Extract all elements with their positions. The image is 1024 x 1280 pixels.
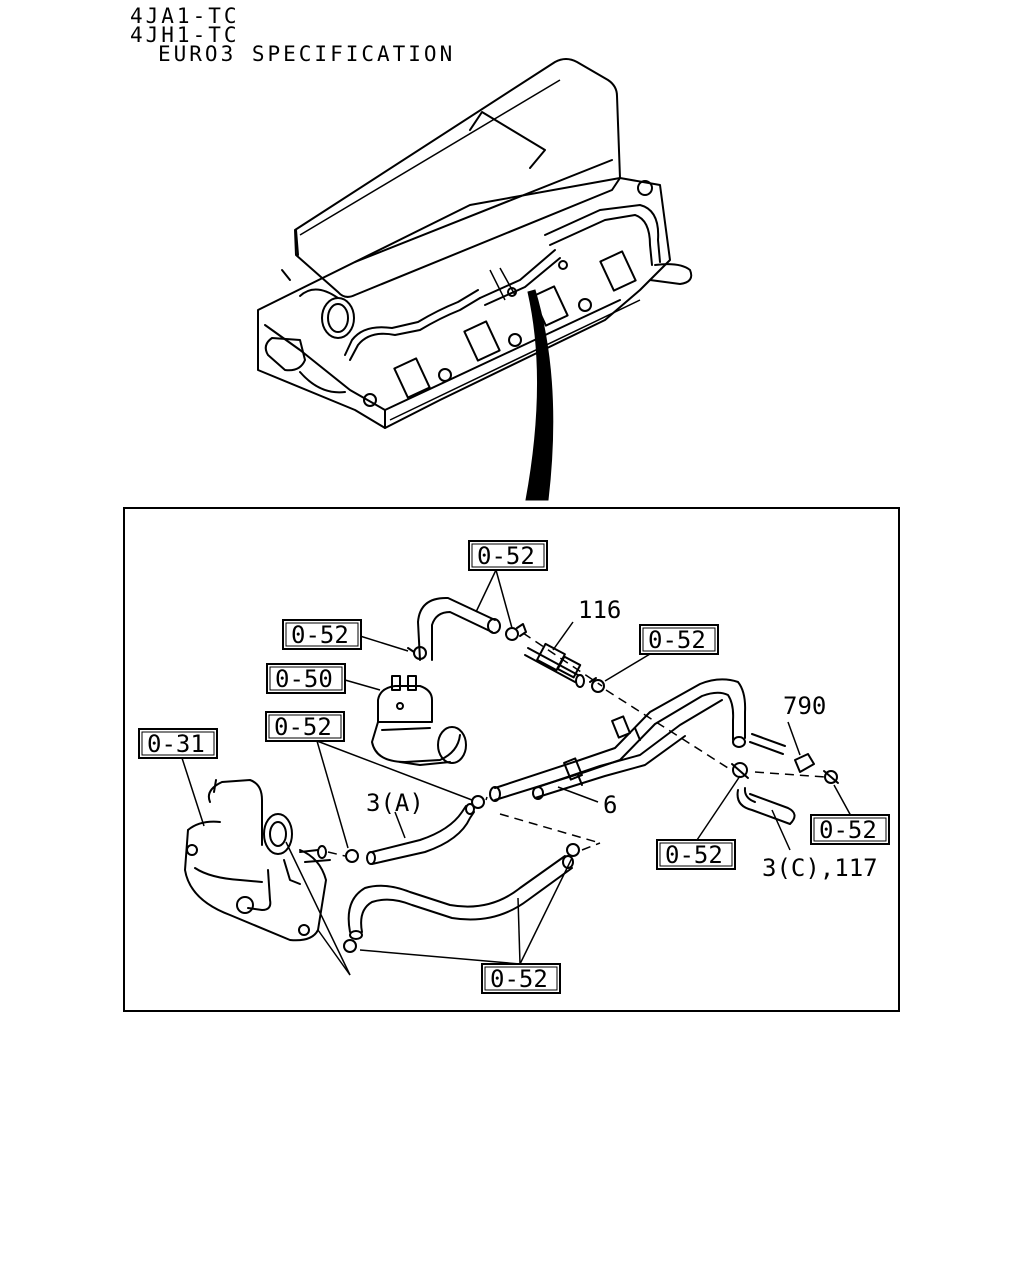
part-label-790: 790 — [783, 692, 826, 720]
callout-text: 0-52 — [819, 816, 877, 844]
detail-leader — [525, 289, 554, 501]
callout-text: 0-52 — [490, 965, 548, 993]
alignment-dashes — [327, 632, 826, 857]
callout-left-upper: 0-52 — [282, 619, 362, 650]
callout-top: 0-52 — [468, 540, 548, 571]
callout-center-bottom: 0-52 — [656, 839, 736, 870]
callout-050: 0-50 — [266, 663, 346, 694]
part-label-3a: 3(A) — [366, 789, 424, 817]
engine-head-drawing — [257, 58, 693, 429]
callout-text: 0-52 — [291, 621, 349, 649]
callout-text: 0-50 — [275, 665, 333, 693]
callout-mid: 0-52 — [265, 711, 345, 742]
spec-line: EURO3 SPECIFICATION — [158, 42, 455, 66]
model-line-1: 4JA1-TC — [130, 4, 240, 28]
part-label-6: 6 — [603, 791, 617, 819]
callout-far-right: 0-52 — [810, 814, 890, 845]
callout-text: 0-52 — [274, 713, 332, 741]
detail-parts-drawing — [184, 596, 839, 953]
callout-text: 0-52 — [477, 542, 535, 570]
callout-031: 0-31 — [138, 728, 218, 759]
leader-lines — [181, 569, 852, 976]
callout-text: 0-52 — [648, 626, 706, 654]
detail-frame — [123, 507, 900, 1012]
callout-bottom: 0-52 — [481, 963, 561, 994]
part-label-3c-117: 3(C),117 — [762, 854, 878, 882]
callout-text: 0-31 — [147, 730, 205, 758]
callout-right: 0-52 — [639, 624, 719, 655]
callout-text: 0-52 — [665, 841, 723, 869]
model-line-2: 4JH1-TC — [130, 23, 240, 47]
part-label-116: 116 — [578, 596, 621, 624]
